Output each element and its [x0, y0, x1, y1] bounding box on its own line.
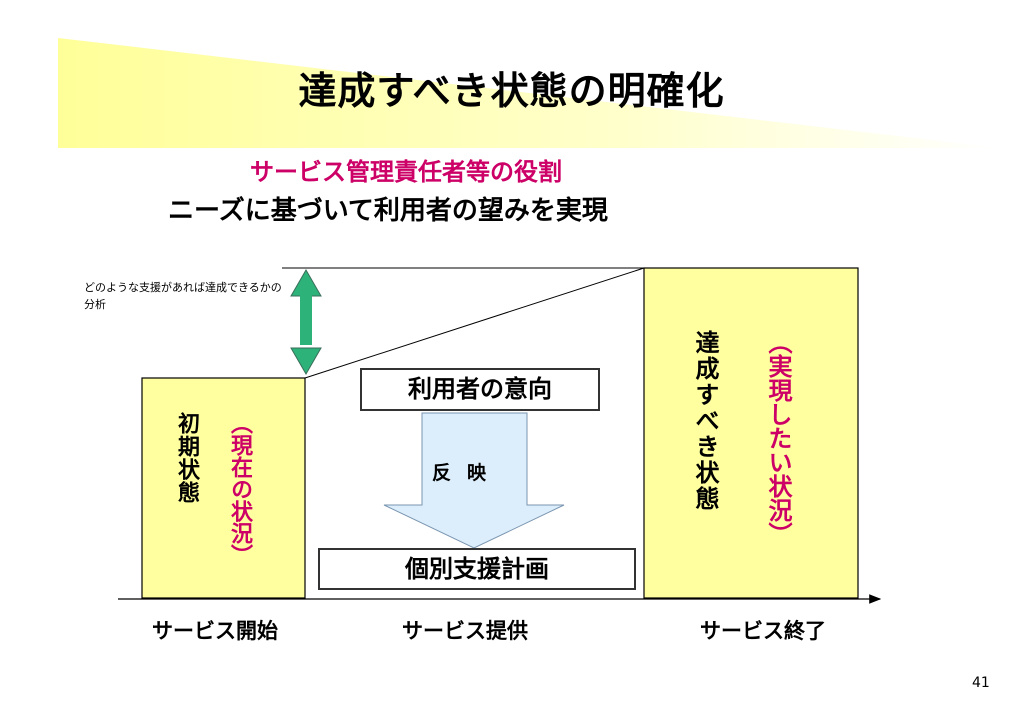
current-situation-label: （現在の状況）	[227, 412, 252, 566]
timeline-end-label: サービス終了	[700, 619, 826, 643]
reflect-down-arrow-icon	[383, 412, 565, 549]
title-banner	[58, 38, 1000, 148]
gap-analysis-note: どのような支援があれば達成できるかの分析	[84, 281, 282, 311]
target-state-label: 達成すべき状態	[691, 330, 719, 512]
progress-diagonal	[304, 267, 645, 379]
user-intention-box: 利用者の意向	[360, 368, 600, 411]
role-description: ニーズに基づいて利用者の望みを実現	[168, 196, 608, 226]
timeline-start-label: サービス開始	[152, 619, 278, 643]
role-heading: サービス管理責任者等の役割	[250, 158, 562, 186]
target-state-box	[643, 267, 859, 599]
desired-situation-label: （実現したい状況）	[764, 330, 792, 546]
initial-state-box	[141, 377, 306, 599]
timeline-provision-label: サービス提供	[402, 619, 528, 643]
initial-state-label: 初期状態	[174, 412, 199, 504]
slide-title: 達成すべき状態の明確化	[298, 69, 725, 113]
page-number: 41	[972, 675, 990, 691]
gap-double-arrow-icon	[290, 268, 322, 376]
individual-support-plan-box: 個別支援計画	[318, 548, 636, 590]
reflect-label: 反映	[432, 462, 503, 484]
